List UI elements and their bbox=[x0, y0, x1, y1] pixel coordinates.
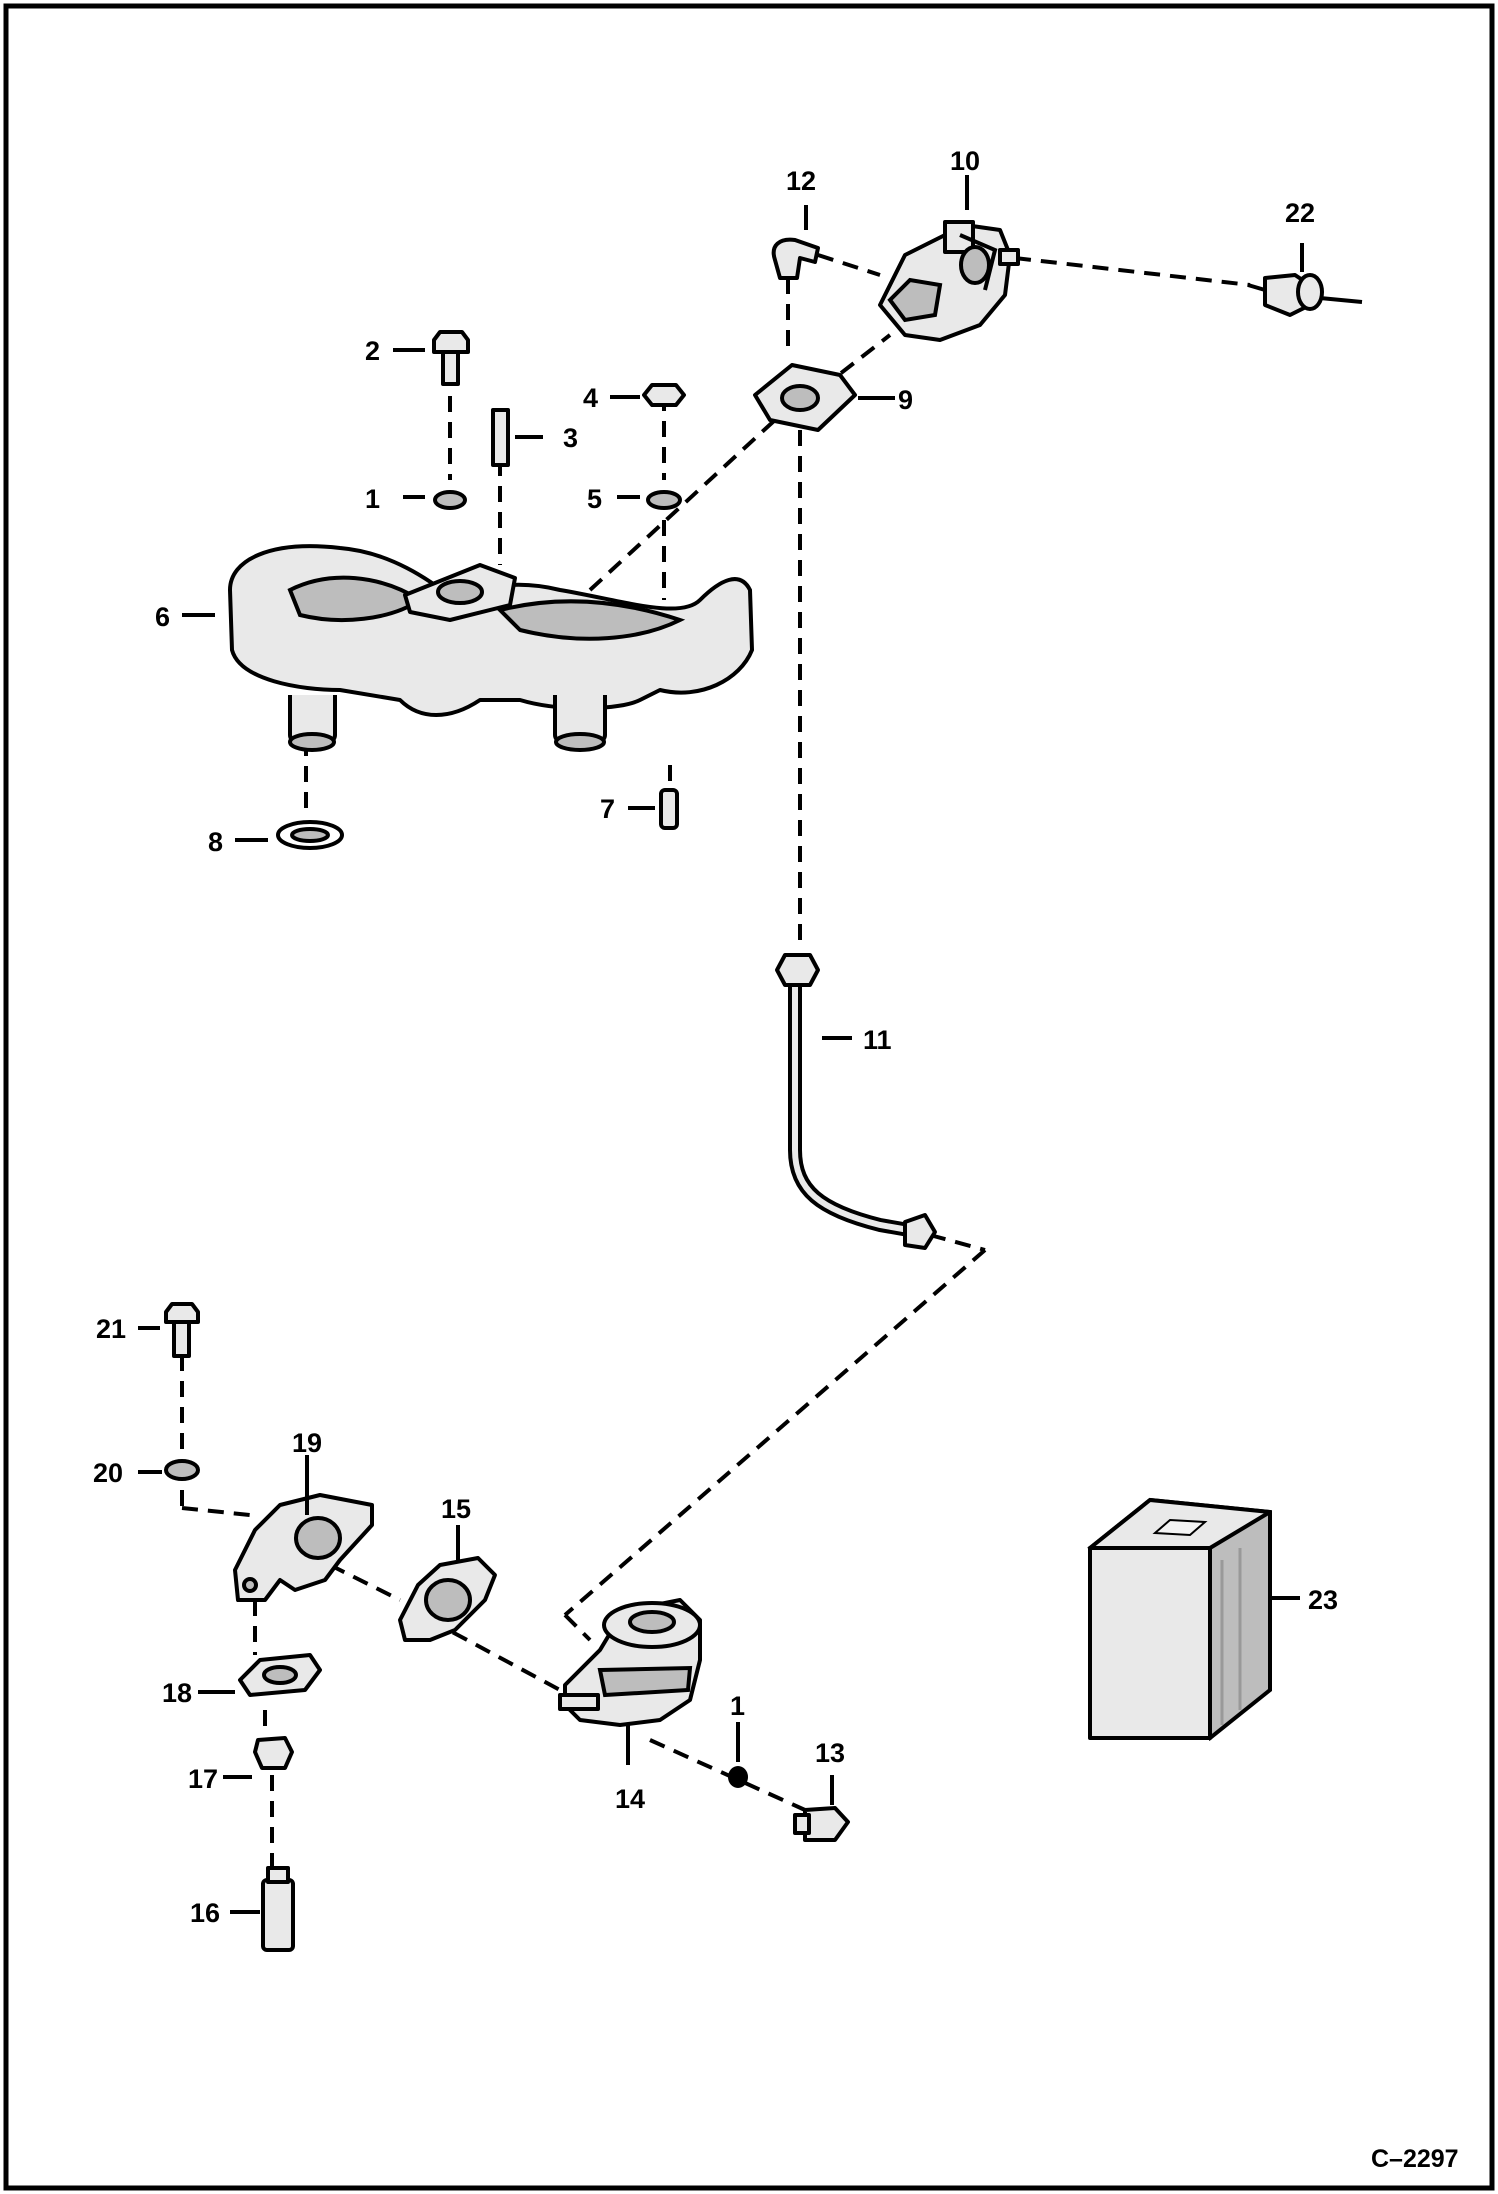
part-label-6: 6 bbox=[155, 602, 170, 632]
washer-icon bbox=[728, 1766, 748, 1788]
part-label-3: 3 bbox=[563, 423, 578, 453]
bolt-icon bbox=[432, 330, 470, 386]
part-label-1-lower: 1 bbox=[730, 1691, 745, 1721]
part-label-11: 11 bbox=[863, 1025, 892, 1055]
elbow-fitting-icon bbox=[771, 237, 820, 280]
stud-icon bbox=[491, 408, 510, 467]
part-label-23: 23 bbox=[1308, 1585, 1338, 1615]
part-label-21: 21 bbox=[96, 1314, 126, 1344]
carburetor-gasket-icon bbox=[753, 363, 857, 432]
part-label-17: 17 bbox=[188, 1764, 218, 1794]
part-label-5: 5 bbox=[587, 484, 602, 514]
fuel-pump-icon bbox=[558, 1598, 702, 1727]
lock-washer-icon bbox=[164, 1459, 200, 1481]
part-label-9: 9 bbox=[898, 385, 913, 415]
part-label-1: 1 bbox=[365, 484, 380, 514]
nut-icon bbox=[253, 1736, 294, 1770]
part-label-19: 19 bbox=[292, 1428, 322, 1458]
leader-lines bbox=[138, 175, 1304, 1914]
part-label-12: 12 bbox=[786, 166, 816, 196]
part-label-15: 15 bbox=[441, 1494, 471, 1524]
carburetor-icon bbox=[878, 220, 1020, 342]
adapter-flange-icon bbox=[233, 1493, 374, 1602]
part-label-10: 10 bbox=[950, 146, 980, 176]
part-label-4: 4 bbox=[583, 383, 598, 413]
gasket-icon bbox=[398, 1556, 497, 1642]
part-label-18: 18 bbox=[162, 1678, 192, 1708]
bolt-icon bbox=[164, 1302, 200, 1358]
washer-icon bbox=[646, 490, 682, 510]
pin-icon bbox=[659, 788, 679, 830]
page-frame bbox=[3, 3, 1495, 2191]
part-number-labels: 2 1 3 4 5 6 7 8 9 10 12 22 11 21 20 19 1… bbox=[93, 146, 1338, 1928]
fuel-line-icon bbox=[775, 953, 937, 1250]
intake-manifold bbox=[228, 544, 754, 752]
parts-kit-box-icon bbox=[1087, 1497, 1272, 1741]
part-label-2: 2 bbox=[365, 336, 380, 366]
gasket-ring-icon bbox=[276, 820, 344, 850]
part-label-8: 8 bbox=[208, 827, 223, 857]
part-label-16: 16 bbox=[190, 1898, 220, 1928]
part-label-14: 14 bbox=[615, 1784, 645, 1814]
nut-icon bbox=[642, 383, 686, 407]
part-label-22: 22 bbox=[1285, 198, 1315, 228]
washer-icon bbox=[433, 490, 467, 510]
gasket-icon bbox=[238, 1653, 322, 1697]
part-label-13: 13 bbox=[815, 1738, 845, 1768]
assembly-lines bbox=[180, 253, 1251, 1880]
solenoid-icon bbox=[1247, 273, 1363, 317]
part-label-7: 7 bbox=[600, 794, 615, 824]
fitting-icon bbox=[793, 1806, 850, 1842]
part-label-20: 20 bbox=[93, 1458, 123, 1488]
drawing-code: C–2297 bbox=[1371, 2145, 1459, 2173]
spacer-icon bbox=[261, 1866, 295, 1952]
